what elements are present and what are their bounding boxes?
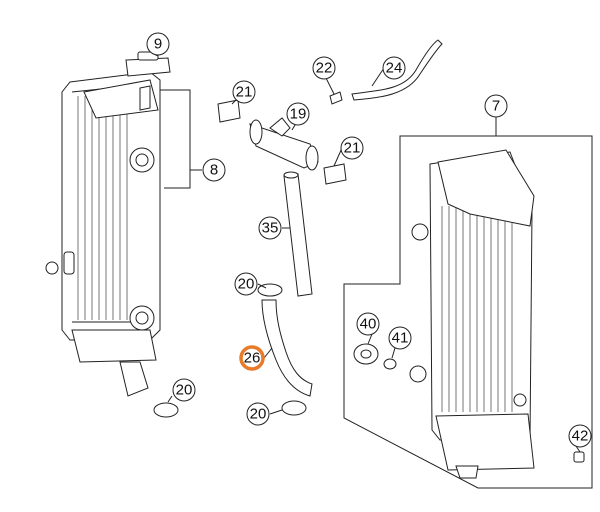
callout-40[interactable]: 40	[356, 312, 380, 336]
svg-text:24: 24	[386, 60, 403, 77]
svg-text:35: 35	[262, 220, 279, 237]
callout-22[interactable]: 22	[312, 56, 336, 80]
callout-20-lower-left[interactable]: 20	[172, 378, 196, 402]
callout-21-upper[interactable]: 21	[232, 80, 256, 104]
callout-7[interactable]: 7	[484, 94, 508, 118]
callout-35[interactable]: 35	[258, 216, 282, 240]
svg-text:19: 19	[290, 106, 307, 123]
svg-text:40: 40	[360, 316, 377, 333]
svg-text:22: 22	[316, 60, 333, 77]
thermostat-fitting	[249, 117, 319, 171]
callout-9[interactable]: 9	[146, 32, 170, 56]
connecting-pipe	[283, 171, 313, 297]
screw	[573, 451, 585, 463]
svg-text:20: 20	[176, 382, 193, 399]
svg-text:42: 42	[572, 428, 589, 445]
callout-8[interactable]: 8	[202, 158, 226, 182]
svg-text:7: 7	[492, 98, 500, 115]
svg-text:21: 21	[344, 140, 361, 157]
overflow-hose	[351, 39, 443, 101]
svg-text:41: 41	[392, 330, 409, 347]
hose-clamp-upper-left	[217, 99, 241, 123]
washer	[383, 358, 397, 370]
right-radiator-group-frame	[343, 135, 593, 489]
right-radiator	[409, 149, 535, 479]
hose-clamp-lower-right	[281, 400, 307, 416]
callout-20-lower-middle[interactable]: 20	[246, 402, 270, 426]
callout-41[interactable]: 41	[388, 326, 412, 350]
hose-clamp-lower-left	[153, 402, 179, 418]
callout-19[interactable]: 19	[286, 102, 310, 126]
hose-clamp-upper-right	[323, 163, 347, 185]
svg-text:20: 20	[250, 406, 267, 423]
callout-21-lower[interactable]: 21	[340, 136, 364, 160]
callout-26-highlighted[interactable]: 26	[239, 345, 265, 371]
svg-text:8: 8	[210, 162, 218, 179]
svg-text:9: 9	[154, 36, 162, 53]
callout-24[interactable]: 24	[382, 56, 406, 80]
grommet	[353, 343, 379, 365]
left-radiator	[45, 71, 161, 397]
callout-20-upper[interactable]: 20	[234, 272, 258, 296]
bent-hose	[261, 299, 313, 397]
small-clamp	[329, 91, 343, 105]
svg-text:26: 26	[244, 350, 261, 367]
callout-42[interactable]: 42	[568, 424, 592, 448]
svg-text:21: 21	[236, 84, 253, 101]
svg-text:20: 20	[238, 276, 255, 293]
